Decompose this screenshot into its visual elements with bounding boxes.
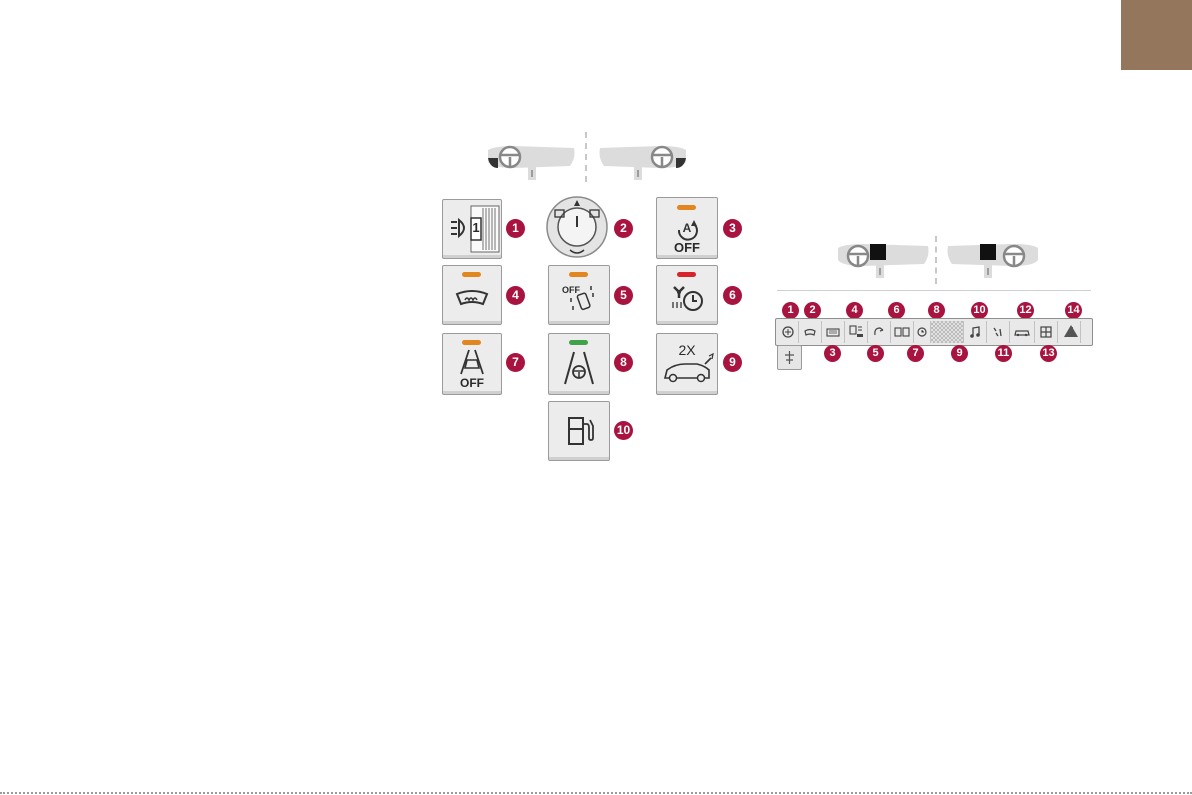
marker: 11 (995, 345, 1012, 362)
timer-icon (914, 321, 930, 343)
svg-text:A: A (683, 221, 692, 235)
switch-2[interactable] (799, 321, 822, 343)
switch-7[interactable] (914, 321, 931, 343)
marker: 10 (614, 421, 633, 440)
rhd-dashboard-icon (944, 240, 1040, 288)
chapter-tab (1121, 0, 1192, 70)
switch-12[interactable] (1035, 321, 1058, 343)
mirror-adjust-knob[interactable] (546, 194, 608, 260)
switch-10[interactable] (987, 321, 1010, 343)
off-label: OFF (657, 240, 717, 255)
lhd-dashboard-icon (836, 240, 932, 288)
marker: 14 (1065, 302, 1082, 319)
marker: 7 (907, 345, 924, 362)
marker: 6 (888, 302, 905, 319)
marker: 8 (928, 302, 945, 319)
off-label: OFF (443, 376, 501, 390)
parking-sensors-off-icon (845, 321, 867, 343)
stop-start-off-button[interactable]: A OFF (656, 197, 718, 259)
blank-switch (931, 321, 964, 343)
windscreen-demist-button[interactable] (442, 265, 502, 325)
rear-demist-icon (822, 321, 844, 343)
fuel-flap-icon (549, 402, 609, 460)
marker: 5 (614, 286, 633, 305)
headlamp-adjust-button[interactable]: 1 (442, 199, 502, 259)
switch-6[interactable] (891, 321, 914, 343)
switch-3[interactable] (822, 321, 845, 343)
heated-seat-icon (891, 321, 913, 343)
lane-assist-icon (987, 321, 1009, 343)
programmable-heating-button[interactable] (656, 265, 718, 325)
music-note-icon (964, 321, 986, 343)
parking-sensors-off-icon (549, 266, 609, 324)
marker: 6 (723, 286, 742, 305)
marker: 13 (1040, 345, 1057, 362)
marker: 2 (804, 302, 821, 319)
lane-departure-off-button[interactable]: OFF (442, 333, 502, 395)
switch-9[interactable] (964, 321, 987, 343)
lane-keeping-assist-icon (549, 334, 609, 394)
windscreen-demist-icon (443, 266, 501, 324)
hazard-circle-icon (778, 321, 798, 343)
headlamp-level-label: 1 (470, 220, 482, 235)
marker: 10 (971, 302, 988, 319)
switch-14[interactable] (1081, 321, 1090, 343)
lhd-dashboard-icon (484, 140, 580, 188)
marker: 8 (614, 353, 633, 372)
parking-sensors-off-button[interactable]: OFF (548, 265, 610, 325)
marker: 1 (506, 219, 525, 238)
marker: 4 (846, 302, 863, 319)
marker: 5 (867, 345, 884, 362)
lighting-switch[interactable] (777, 345, 802, 370)
marker: 9 (723, 353, 742, 372)
page-bottom-rule (0, 792, 1192, 794)
marker: 4 (506, 286, 525, 305)
switch-panel-strip (775, 318, 1093, 346)
switch-11[interactable] (1010, 321, 1035, 343)
lane-keeping-button[interactable] (548, 333, 610, 395)
switch-4[interactable] (845, 321, 868, 343)
marker: 2 (614, 219, 633, 238)
child-lock-icon (1035, 321, 1057, 343)
switch-5[interactable] (868, 321, 891, 343)
marker: 7 (506, 353, 525, 372)
alarm-car-icon (1010, 321, 1034, 343)
marker: 3 (824, 345, 841, 362)
switch-1[interactable] (778, 321, 799, 343)
marker: 9 (951, 345, 968, 362)
marker: 3 (723, 219, 742, 238)
tailgate-button[interactable]: 2X (656, 333, 718, 395)
hazard-warning-icon (1062, 322, 1080, 340)
programmable-heating-icon (657, 266, 717, 324)
rhd-dashboard-icon (594, 140, 690, 188)
divider-line (935, 236, 937, 284)
windscreen-demist-icon (799, 321, 821, 343)
tailgate-open-icon (657, 334, 717, 394)
marker: 1 (782, 302, 799, 319)
fuel-flap-button[interactable] (548, 401, 610, 461)
interior-light-icon (778, 346, 801, 369)
recirculation-icon (868, 321, 890, 343)
marker: 12 (1017, 302, 1034, 319)
divider-line (585, 132, 587, 182)
